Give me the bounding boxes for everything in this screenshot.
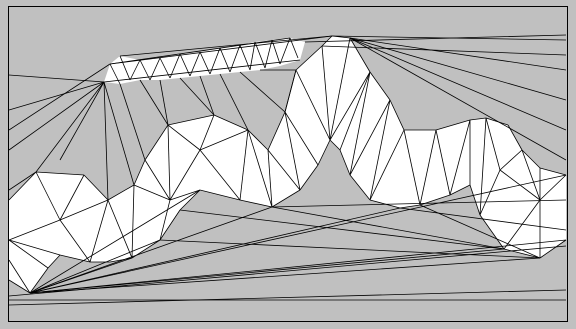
triangulation-diagram	[0, 0, 576, 329]
triangulation-mesh	[0, 0, 576, 329]
